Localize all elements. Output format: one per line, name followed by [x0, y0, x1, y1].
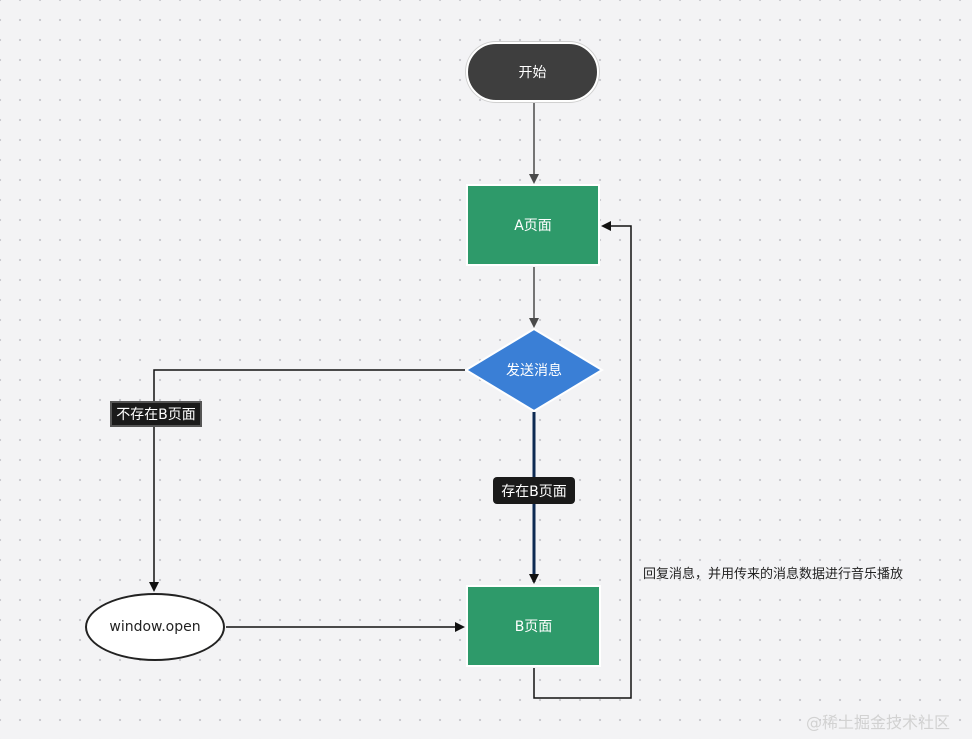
edge-b-to-a-reply [533, 221, 632, 699]
watermark: @稀土掘金技术社区 [806, 713, 951, 732]
start-node-label: 开始 [518, 65, 547, 81]
decision-diamond[interactable] [464, 327, 604, 413]
page-a-node[interactable]: A页面 [466, 184, 600, 266]
window-open-node-label: window.open [109, 619, 201, 635]
page-a-node-label: A页面 [514, 218, 552, 234]
page-b-node-label: B页面 [514, 619, 553, 635]
start-node[interactable]: 开始 [466, 42, 599, 102]
edge-label-reply: 回复消息，并用传来的消息数据进行音乐播放 [643, 567, 904, 582]
window-open-node[interactable]: window.open [85, 593, 225, 661]
edge-label-not-exist-b: 不存在B页面 [110, 401, 202, 427]
decision-diamond-label: 发送消息 [506, 363, 562, 379]
edge-decision-to-window-open [149, 369, 465, 592]
edge-label-exist-b: 存在B页面 [493, 477, 575, 504]
page-b-node[interactable]: B页面 [466, 585, 601, 667]
